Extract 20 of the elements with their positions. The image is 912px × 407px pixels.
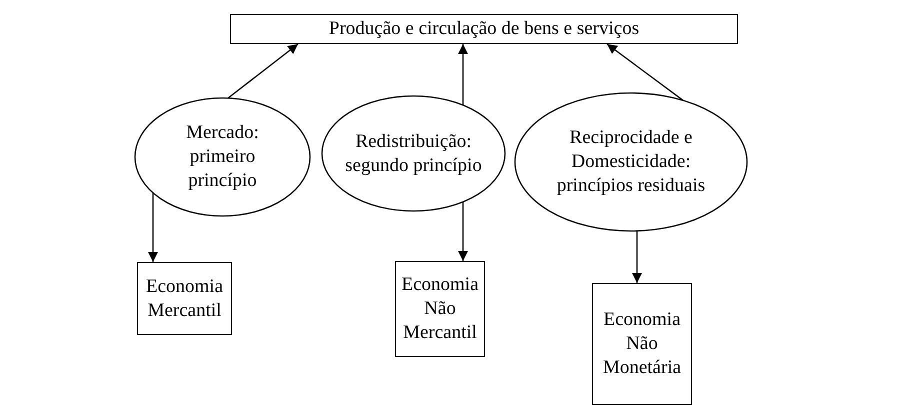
arrow — [632, 230, 642, 283]
arrow — [148, 192, 158, 262]
process-box — [230, 14, 738, 44]
arrow — [228, 43, 298, 99]
arrow — [606, 43, 684, 101]
ellipse-node — [321, 95, 506, 212]
node-label: Produção e circulação de bens e serviços — [328, 17, 640, 41]
node-label: Economia Não Monetária — [602, 308, 682, 380]
arrow — [458, 44, 468, 106]
node-label: Mercado: primeiro princípio — [185, 121, 260, 193]
process-box — [137, 262, 232, 335]
node-label: Economia Não Mercantil — [400, 273, 480, 345]
node-label: Reciprocidade e Domesticidade: princípios residuais — [556, 126, 706, 198]
ellipse-node — [514, 92, 748, 232]
node-label: Economia Mercantil — [144, 274, 224, 322]
node-label: Redistribuição: segundo princípio — [344, 130, 483, 178]
process-box — [395, 261, 485, 357]
arrow — [458, 202, 468, 261]
ellipse-node — [134, 97, 311, 217]
process-box — [592, 283, 692, 405]
